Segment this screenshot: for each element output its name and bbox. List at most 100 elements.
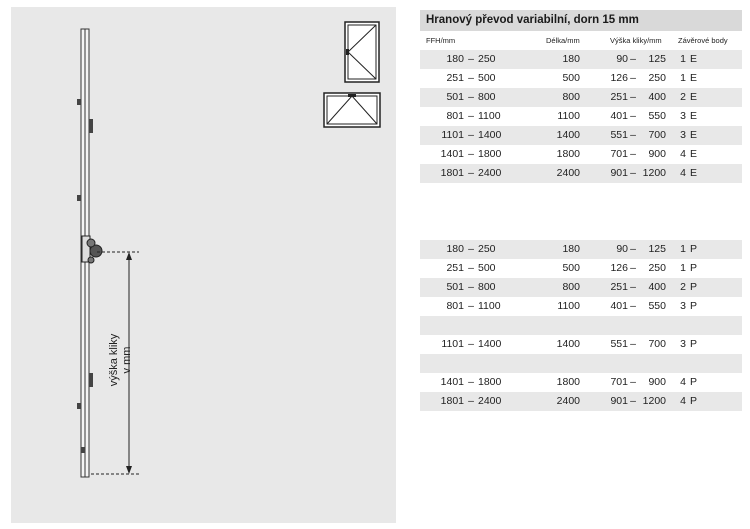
ffh-from: 1401 [440, 376, 464, 388]
ffh-to: 1800 [478, 376, 502, 388]
length-value: 2400 [556, 395, 580, 407]
specification-table: Hranový převod variabilní, dorn 15 mm FF… [420, 10, 742, 411]
ffh-to: 2400 [478, 167, 502, 179]
locking-count: 1 [680, 72, 686, 84]
dimension-label-line1: výška kliky [108, 333, 120, 387]
tilt-window-icon [323, 92, 381, 128]
header-length: Délka/mm [546, 36, 580, 45]
ffh-dash: – [468, 53, 474, 65]
locking-count: 1 [680, 53, 686, 65]
length-value: 800 [562, 91, 580, 103]
handle-dash: – [630, 281, 636, 293]
header-locking-points: Závěrové body [678, 36, 728, 45]
locking-type: E [690, 129, 698, 141]
handle-from: 551 [610, 129, 628, 141]
handle-dash: – [630, 91, 636, 103]
length-value: 500 [562, 262, 580, 274]
table-header: FFH/mm Délka/mm Výška kliky/mm Závěrové … [420, 31, 742, 50]
length-value: 1100 [557, 110, 580, 122]
locking-count: 4 [680, 167, 686, 179]
ffh-from: 1801 [440, 167, 464, 179]
side-hung-window-icon [344, 21, 380, 83]
ffh-dash: – [468, 110, 474, 122]
handle-from: 701 [610, 376, 628, 388]
ffh-from: 1101 [441, 129, 464, 141]
locking-type: P [690, 262, 698, 274]
handle-from: 401 [610, 110, 628, 122]
handle-dash: – [630, 262, 636, 274]
locking-type: E [690, 72, 698, 84]
locking-count: 2 [680, 91, 686, 103]
handle-from: 401 [610, 300, 628, 312]
dimension-label: výška kliky v mm [108, 300, 134, 420]
locking-count: 3 [680, 300, 686, 312]
espagnolette-drawing [77, 28, 139, 478]
handle-to: 700 [648, 129, 666, 141]
ffh-from: 801 [446, 300, 464, 312]
length-value: 180 [562, 53, 580, 65]
ffh-dash: – [468, 72, 474, 84]
ffh-dash: – [468, 376, 474, 388]
ffh-dash: – [468, 395, 474, 407]
ffh-dash: – [468, 300, 474, 312]
ffh-to: 250 [478, 243, 496, 255]
handle-dash: – [630, 53, 636, 65]
ffh-from: 1801 [440, 395, 464, 407]
handle-from: 701 [610, 148, 628, 160]
locking-count: 2 [680, 281, 686, 293]
handle-dash: – [630, 129, 636, 141]
handle-from: 90 [616, 243, 628, 255]
handle-from: 901 [610, 395, 628, 407]
ffh-dash: – [468, 262, 474, 274]
handle-dash: – [630, 72, 636, 84]
ffh-from: 251 [446, 262, 464, 274]
handle-dash: – [630, 395, 636, 407]
locking-count: 4 [680, 148, 686, 160]
ffh-to: 800 [478, 281, 496, 293]
ffh-to: 1400 [478, 338, 502, 350]
ffh-dash: – [468, 281, 474, 293]
locking-count: 4 [680, 395, 686, 407]
locking-type: P [690, 243, 698, 255]
ffh-from: 251 [446, 72, 464, 84]
locking-type: P [690, 338, 698, 350]
handle-to: 1200 [642, 395, 666, 407]
locking-count: 3 [680, 338, 686, 350]
ffh-dash: – [468, 167, 474, 179]
locking-type: E [690, 148, 698, 160]
ffh-from: 180 [446, 243, 464, 255]
locking-count: 4 [680, 376, 686, 388]
handle-to: 400 [648, 91, 666, 103]
length-value: 1800 [556, 148, 580, 160]
length-value: 1400 [556, 338, 580, 350]
header-ffh: FFH/mm [426, 36, 456, 45]
handle-from: 251 [610, 281, 628, 293]
ffh-to: 250 [478, 53, 496, 65]
locking-count: 3 [680, 129, 686, 141]
handle-dash: – [630, 148, 636, 160]
locking-count: 1 [680, 243, 686, 255]
ffh-dash: – [468, 148, 474, 160]
handle-dash: – [630, 243, 636, 255]
length-value: 180 [562, 243, 580, 255]
handle-to: 1200 [642, 167, 666, 179]
locking-type: E [690, 110, 698, 122]
ffh-to: 500 [478, 262, 496, 274]
locking-count: 3 [680, 110, 686, 122]
dimension-label-line2: v mm [121, 346, 133, 374]
locking-type: E [690, 91, 698, 103]
length-value: 1100 [557, 300, 580, 312]
locking-type: P [690, 376, 698, 388]
handle-dash: – [630, 167, 636, 179]
locking-type: P [690, 395, 698, 407]
